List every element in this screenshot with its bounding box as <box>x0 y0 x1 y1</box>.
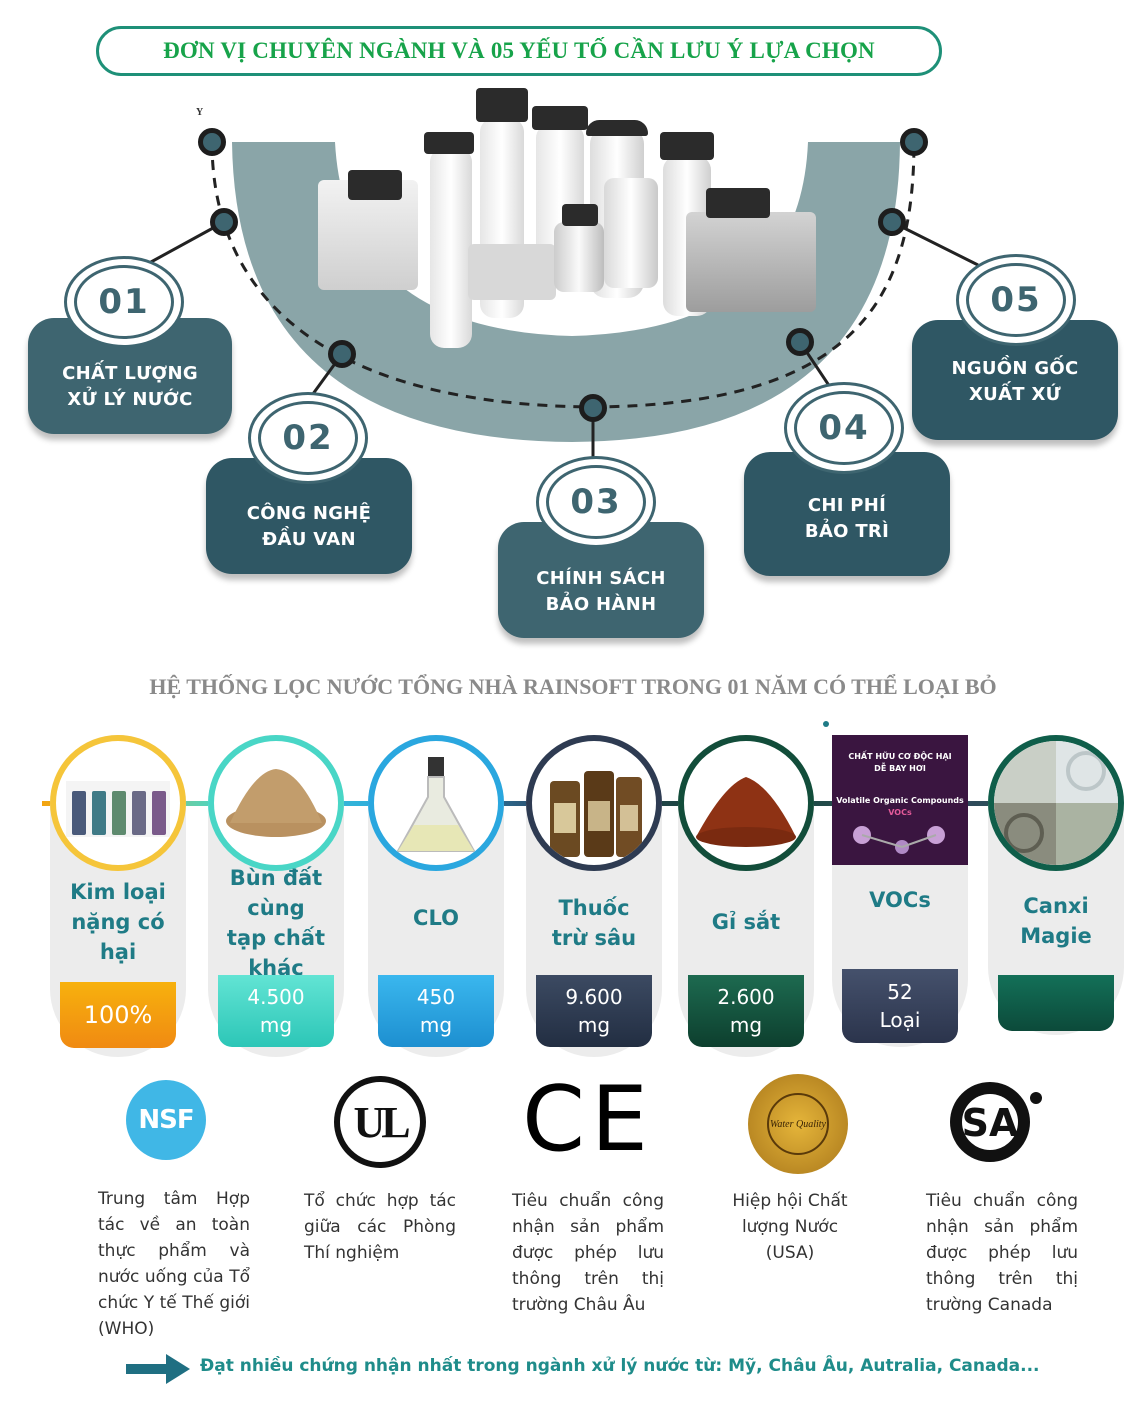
contaminant-label: Gỉ sắt <box>711 910 781 934</box>
svg-text:CHẤT HỮU CƠ ĐỘC HẠI: CHẤT HỮU CƠ ĐỘC HẠI <box>848 749 951 761</box>
factor-number-01: 01 <box>64 256 184 348</box>
node-05 <box>878 208 906 236</box>
svg-text:Volatile Organic Compounds: Volatile Organic Compounds <box>836 796 964 805</box>
arrow-right-icon <box>126 1354 190 1384</box>
connector-05 <box>891 220 979 267</box>
cert-desc-ul: Tổ chức hợp tác giữa các Phòng Thí nghiệ… <box>304 1191 456 1263</box>
cert-desc-ce: Tiêu chuẩn công nhận sản phẩm được phép … <box>512 1191 664 1315</box>
water-quality-seal: Water Quality <box>748 1074 848 1174</box>
svg-text:VOCs: VOCs <box>888 808 912 817</box>
factor-number-05: 05 <box>956 254 1076 346</box>
contaminant-image <box>988 735 1124 871</box>
contaminant-image <box>368 735 504 871</box>
contaminant-value <box>998 975 1114 1031</box>
contaminant-image <box>208 735 344 871</box>
page-title: ĐƠN VỊ CHUYÊN NGÀNH VÀ 05 YẾU TỐ CẦN LƯU… <box>96 26 942 76</box>
ce-logo: CE <box>522 1067 654 1172</box>
ul-logo: UL <box>334 1076 426 1168</box>
csa-logo: SA <box>946 1076 1042 1168</box>
arc-bowl <box>232 142 900 442</box>
node-top-right <box>900 128 928 156</box>
contaminant-label: VOCs <box>869 888 931 912</box>
contaminant-image <box>526 735 662 871</box>
svg-text:SA: SA <box>962 1101 1019 1145</box>
contaminant-image: CHẤT HỮU CƠ ĐỘC HẠI DỄ BAY HƠI Volatile … <box>832 735 968 865</box>
node-03 <box>579 394 607 422</box>
svg-text:DỄ BAY HƠI: DỄ BAY HƠI <box>874 761 926 773</box>
nsf-logo: NSF <box>126 1080 206 1160</box>
node-02 <box>328 340 356 368</box>
factor-number-02: 02 <box>248 392 368 484</box>
connector-01 <box>139 220 225 270</box>
section-title: HỆ THỐNG LỌC NƯỚC TỔNG NHÀ RAINSOFT TRON… <box>149 674 997 699</box>
cert-desc-nsf: Trung tâm Hợp tác về an toàn thực phẩm v… <box>98 1189 250 1339</box>
contaminant-label: CLO <box>413 906 459 930</box>
marker-text: Y <box>196 107 204 118</box>
factor-number-04: 04 <box>784 382 904 474</box>
contaminant-image <box>678 735 814 871</box>
footer-text: Đạt nhiều chứng nhận nhất trong ngành xử… <box>200 1356 1040 1376</box>
contaminant-image <box>50 735 186 871</box>
factor-number-03: 03 <box>536 456 656 548</box>
products-image <box>318 88 818 348</box>
node-01 <box>210 208 238 236</box>
contaminant-vocs: CHẤT HỮU CƠ ĐỘC HẠI DỄ BAY HƠI Volatile … <box>832 735 968 1047</box>
node-top-left <box>198 128 226 156</box>
contaminant-value: 100% <box>60 982 176 1048</box>
dot <box>823 721 829 727</box>
cert-desc-csa: Tiêu chuẩn công nhận sản phẩm được phép … <box>926 1191 1078 1315</box>
node-04 <box>786 328 814 356</box>
cert-desc-wqa: Hiệp hội Chất lượng Nước (USA) <box>732 1191 848 1263</box>
